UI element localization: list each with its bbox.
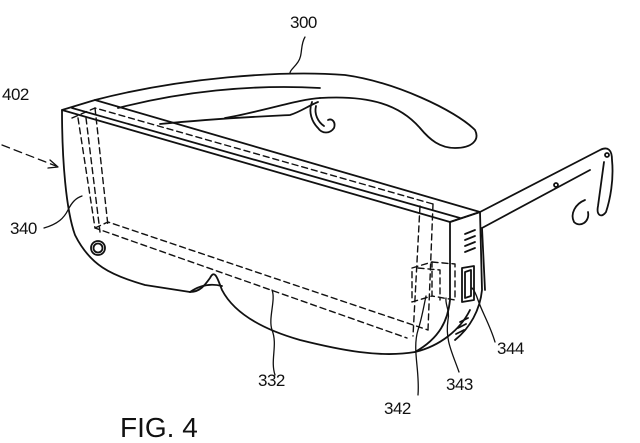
display-panel-hidden [71, 107, 456, 339]
figure-caption: FIG. 4 [120, 412, 198, 443]
connector-port [461, 265, 475, 303]
leader-lines [1, 36, 496, 396]
label-332: 332 [258, 371, 285, 390]
label-342: 342 [384, 399, 411, 418]
head-strap [94, 72, 478, 149]
label-343: 343 [446, 375, 473, 394]
label-344: 344 [497, 339, 524, 358]
label-300: 300 [290, 13, 317, 32]
patent-drawing [1, 36, 614, 396]
label-402: 402 [2, 85, 29, 104]
temple-arm [479, 147, 614, 291]
label-340: 340 [10, 219, 37, 238]
